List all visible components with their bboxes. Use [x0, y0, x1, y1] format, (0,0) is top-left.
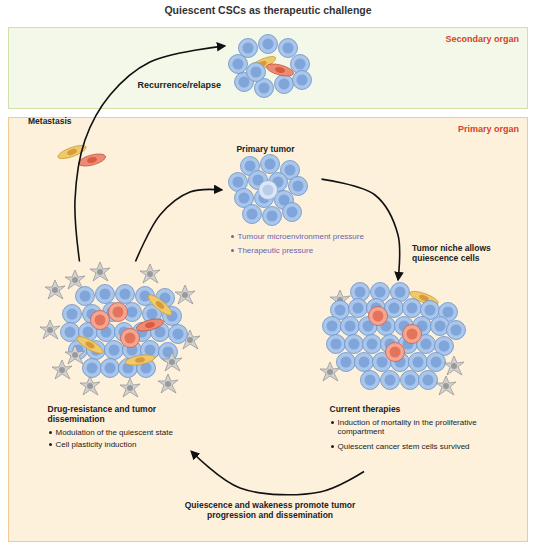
node-text: Tumour microenvironment pressure	[238, 232, 364, 241]
node-heading: Current therapies	[330, 404, 475, 414]
node-text: Therapeutic pressure	[238, 246, 314, 255]
edge-label: Metastasis	[28, 116, 88, 126]
node-text: Quiescent cancer stem cells survived	[338, 442, 470, 451]
node-text: Primary tumor	[236, 144, 294, 154]
bullet-item: Therapeutic pressure	[230, 246, 393, 256]
tumor-cluster: Drug-resistance and tumor disseminationM…	[40, 262, 200, 452]
node-text: Current therapies	[330, 404, 401, 414]
node-text: Cell plasticity induction	[56, 440, 137, 449]
bullet-dot	[231, 249, 235, 253]
organ-band: Primary organPrimary tumorTumour microen…	[8, 117, 528, 542]
node-text: Induction of mortality in the proliferat…	[338, 418, 477, 437]
node-text: Drug-resistance and tumor dissemination	[48, 404, 157, 424]
bullet-item: Quiescent cancer stem cells survived	[330, 442, 480, 452]
edge-label: Quiescence and wakeness promote tumor pr…	[172, 500, 368, 520]
node-heading: Primary organ	[409, 124, 519, 135]
bullet-dot	[49, 431, 53, 435]
tumor-cluster: Current therapiesInduction of mortality …	[318, 280, 473, 472]
node-text: Modulation of the quiescent state	[56, 428, 173, 437]
bullet-item: Induction of mortality in the proliferat…	[330, 418, 480, 437]
node-heading: Secondary organ	[409, 34, 519, 45]
bullet-dot	[231, 235, 235, 239]
tumor-cluster: Recurrence/relapse	[225, 32, 310, 104]
node-text: Secondary organ	[445, 34, 519, 44]
bullet-item: Modulation of the quiescent state	[48, 428, 216, 438]
node-heading: Drug-resistance and tumor dissemination	[48, 404, 198, 424]
edge-label: Tumor niche allows quiescence cells	[412, 243, 524, 263]
tumor-cluster: Primary tumorTumour microenvironment pre…	[222, 158, 322, 266]
bullet-dot	[331, 445, 335, 449]
bullet-item: Cell plasticity induction	[48, 440, 216, 450]
bullet-dot	[49, 443, 53, 447]
organ-band: Secondary organRecurrence/relapse	[8, 27, 528, 109]
node-heading: Primary tumor	[222, 144, 310, 154]
node-text: Primary organ	[458, 124, 519, 134]
node-heading: Recurrence/relapse	[138, 80, 233, 91]
node-text: Recurrence/relapse	[138, 80, 222, 90]
diagram-title: Quiescent CSCs as therapeutic challenge	[0, 4, 536, 16]
bullet-dot	[331, 421, 335, 425]
bullet-item: Tumour microenvironment pressure	[230, 232, 393, 242]
